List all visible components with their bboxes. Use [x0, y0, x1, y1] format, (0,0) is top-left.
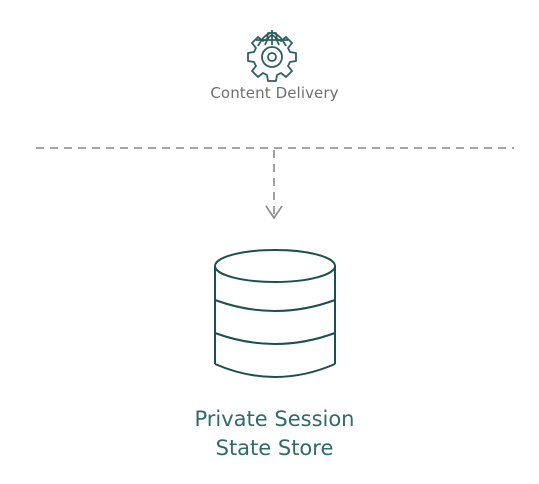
arrow-head — [265, 205, 283, 220]
store-label-line-1: Private Session — [194, 407, 355, 431]
store-label: Private Session State Store — [0, 405, 539, 463]
store-label-line-2: State Store — [215, 436, 334, 460]
source-label: Content Delivery — [210, 84, 339, 102]
